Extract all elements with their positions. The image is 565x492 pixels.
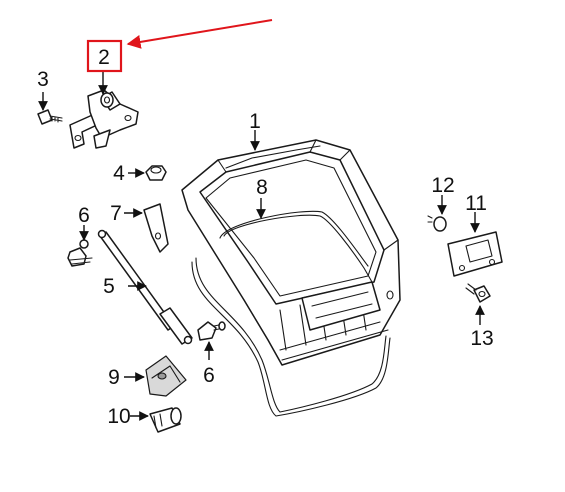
callout-6b: 6 [203,364,215,387]
callout-12: 12 [431,174,454,197]
stopper-10-part [149,407,182,433]
callout-3: 3 [37,68,49,91]
bumper-pad-9-part [145,355,187,397]
weatherstrip-part [191,210,391,417]
hinge-part [69,89,139,149]
highlight-arrow [126,19,273,49]
screw-13-part [465,283,491,303]
ball-stud-6b-part [197,321,226,341]
callout-1: 1 [249,110,261,133]
grommet-12-part [427,215,447,232]
callout-5: 5 [103,275,115,298]
gas-strut-part [97,229,193,345]
highlight-annotation [86,19,273,73]
callout-2: 2 [98,46,110,69]
callout-4: 4 [113,162,125,185]
callout-8: 8 [256,176,268,199]
liftgate-part [181,139,401,366]
bracket-7-part [143,203,169,253]
highlight-box [86,39,123,73]
callout-7: 7 [110,202,122,225]
ball-stud-6a-part [67,239,93,267]
callout-labels: 1 2 3 4 5 6 6 7 8 9 10 11 12 13 [37,46,494,428]
leader-lines [38,70,485,421]
callout-9: 9 [108,366,120,389]
nut-4-part [145,165,167,181]
callout-10: 10 [107,405,130,428]
callout-6a: 6 [78,204,90,227]
callout-13: 13 [470,327,493,350]
bolt-3-part [37,109,63,125]
handle-11-part [447,231,503,277]
callout-11: 11 [465,192,487,215]
